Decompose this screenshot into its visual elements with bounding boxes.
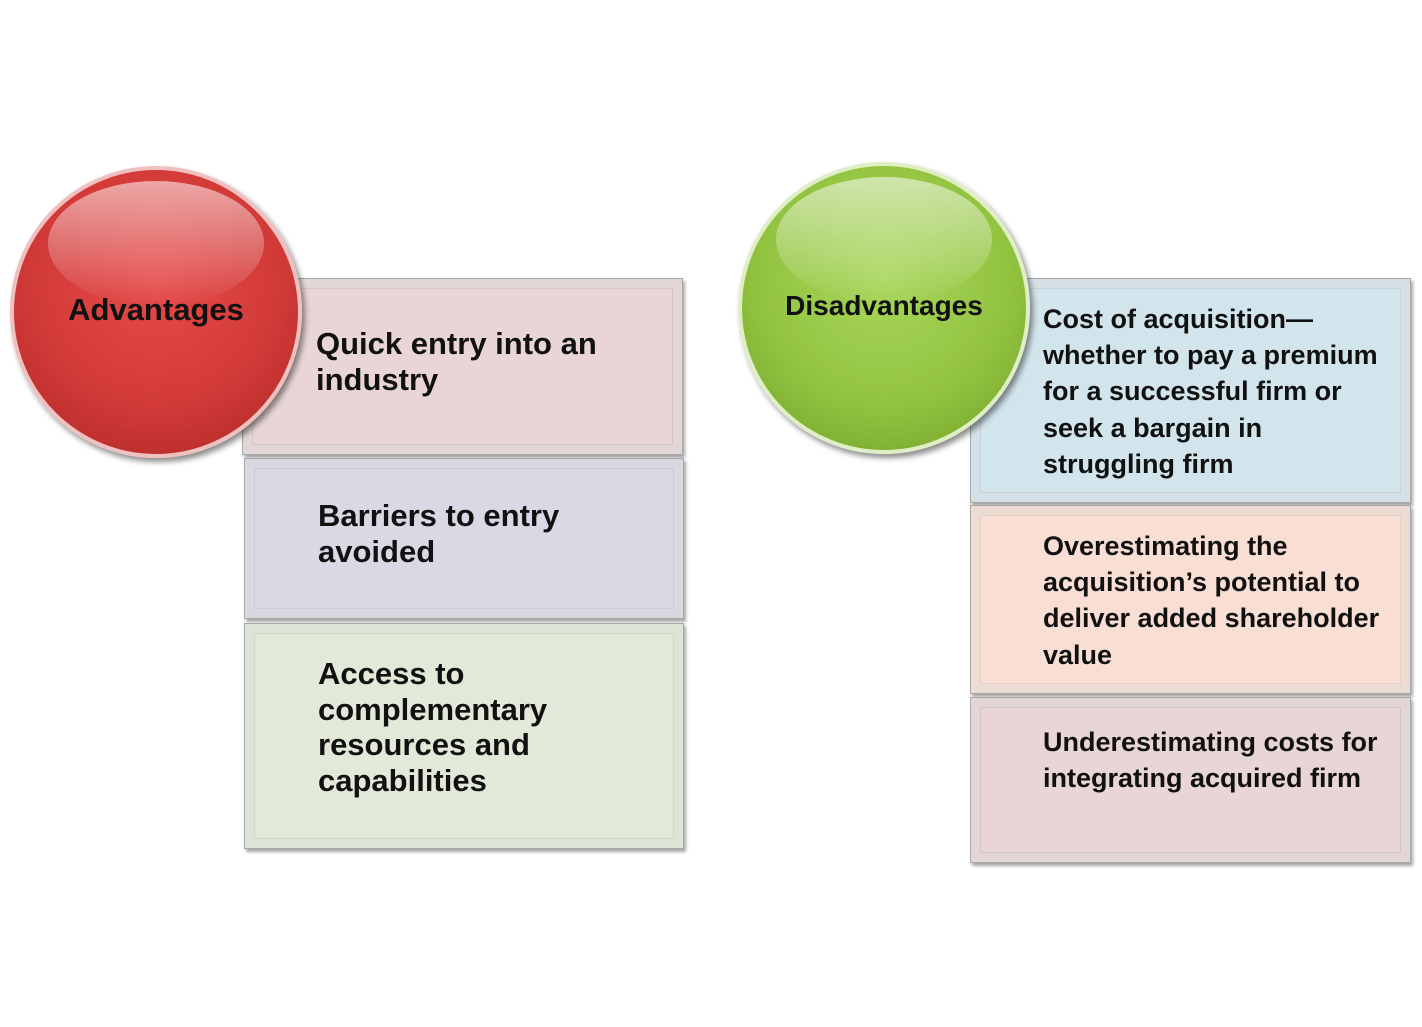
advantages-circle: Advantages	[10, 166, 302, 458]
disadvantage-text-2: Overestimating the acquisition’s potenti…	[1043, 531, 1380, 670]
disadvantages-circle: Disadvantages	[738, 162, 1030, 454]
disadvantage-box-1: Cost of acquisition—whether to pay a pre…	[970, 278, 1411, 503]
advantages-label: Advantages	[68, 292, 244, 327]
disadvantage-text-1: Cost of acquisition—whether to pay a pre…	[1043, 304, 1378, 479]
advantage-box-3: Access to complementary resources and ca…	[244, 623, 684, 849]
advantage-box-2: Barriers to entry avoided	[244, 458, 684, 619]
advantage-text-1: Quick entry into an industry	[316, 326, 597, 397]
disadvantages-label: Disadvantages	[785, 290, 983, 321]
disadvantage-text-3: Underestimating costs for integrating ac…	[1043, 727, 1378, 794]
advantage-text-3: Access to complementary resources and ca…	[318, 656, 548, 798]
disadvantage-box-3: Underestimating costs for integrating ac…	[970, 697, 1411, 863]
advantage-text-2: Barriers to entry avoided	[318, 498, 560, 569]
advantage-box-1: Quick entry into an industry	[242, 278, 683, 455]
disadvantage-box-2: Overestimating the acquisition’s potenti…	[970, 505, 1411, 694]
